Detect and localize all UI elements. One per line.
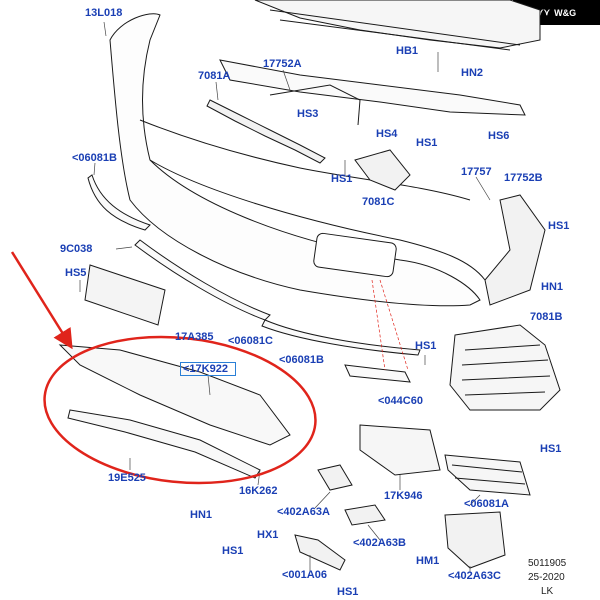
part-label-13L018[interactable]: 13L018 [85,7,123,19]
part-label-HS1[interactable]: HS1 [337,586,359,598]
part-label-7081C[interactable]: 7081C [362,196,395,208]
strip-06081B-upper [87,174,151,231]
part-label-HX1[interactable]: HX1 [257,529,279,541]
part-label-06081C[interactable]: <06081C [228,335,273,347]
lower-lip-19E525 [67,409,261,479]
part-label-HS1[interactable]: HS1 [416,137,438,149]
tow-eye-cover [313,232,397,278]
part-label-HM1[interactable]: HM1 [416,555,440,567]
lower-undershield [219,59,526,116]
diagram-date: 25-2020 [528,572,565,583]
part-label-HS1[interactable]: HS1 [540,443,562,455]
part-label-06081A[interactable]: <06081A [464,498,509,510]
part-label-001A06[interactable]: <001A06 [282,569,327,581]
part-label-HN2[interactable]: HN2 [461,67,484,79]
bracket-7081C [354,149,411,191]
part-label-402A63A[interactable]: <402A63A [277,506,330,518]
part-label-16K262[interactable]: 16K262 [239,485,278,497]
part-label-402A63C[interactable]: <402A63C [448,570,501,582]
side-grille-7081B [449,324,561,411]
part-label-HS6[interactable]: HS6 [488,130,510,142]
annotation-arrow-icon [10,251,73,350]
part-label-HS1[interactable]: HS1 [222,545,244,557]
part-label-HS3[interactable]: HS3 [297,108,319,120]
part-label-402A63B[interactable]: <402A63B [353,537,406,549]
part-label-17K946[interactable]: 17K946 [384,490,423,502]
lower-spoiler-17K922 [58,344,291,446]
diagram-ref-number: 5011905 [528,558,567,569]
part-label-9C038[interactable]: 9C038 [60,243,93,255]
annotation-highlight [10,251,317,485]
part-label-06081B[interactable]: <06081B [279,354,324,366]
side-bracket-17752B [484,194,546,306]
part-label-17K922[interactable]: <17K922 [183,363,228,375]
part-label-17752A[interactable]: 17752A [263,58,302,70]
part-label-19E525[interactable]: 19E525 [108,472,146,484]
part-label-HN1[interactable]: HN1 [541,281,564,293]
license-plate-bracket [84,264,166,326]
part-label-7081A[interactable]: 7081A [198,70,231,82]
part-label-HS1[interactable]: HS1 [548,220,570,232]
part-label-HN1[interactable]: HN1 [190,509,213,521]
part-label-17752B[interactable]: 17752B [504,172,543,184]
part-label-HS5[interactable]: HS5 [65,267,87,279]
part-label-06081B[interactable]: <06081B [72,152,117,164]
part-label-HS1[interactable]: HS1 [331,173,353,185]
diagram-code: LK [541,586,554,597]
upper-support-panel [254,0,541,49]
part-label-HS1[interactable]: HS1 [415,340,437,352]
bracket-7081A [206,99,326,164]
highlight-box-17K922 [180,362,236,376]
bumper-cover [109,13,481,307]
fog-bezel-17K946 [359,424,441,476]
part-label-17A385[interactable]: 17A385 [175,331,214,343]
part-label-17757[interactable]: 17757 [461,166,492,178]
part-label-044C60[interactable]: <044C60 [378,395,423,407]
part-label-HB1[interactable]: HB1 [396,45,419,57]
annotation-ellipse [43,335,317,485]
logo-text: W&G [554,7,577,18]
part-label-HS4[interactable]: HS4 [376,128,398,140]
part-label-7081B[interactable]: 7081B [530,311,563,323]
logo-mark-icon: ⋎⋎ [536,7,551,17]
